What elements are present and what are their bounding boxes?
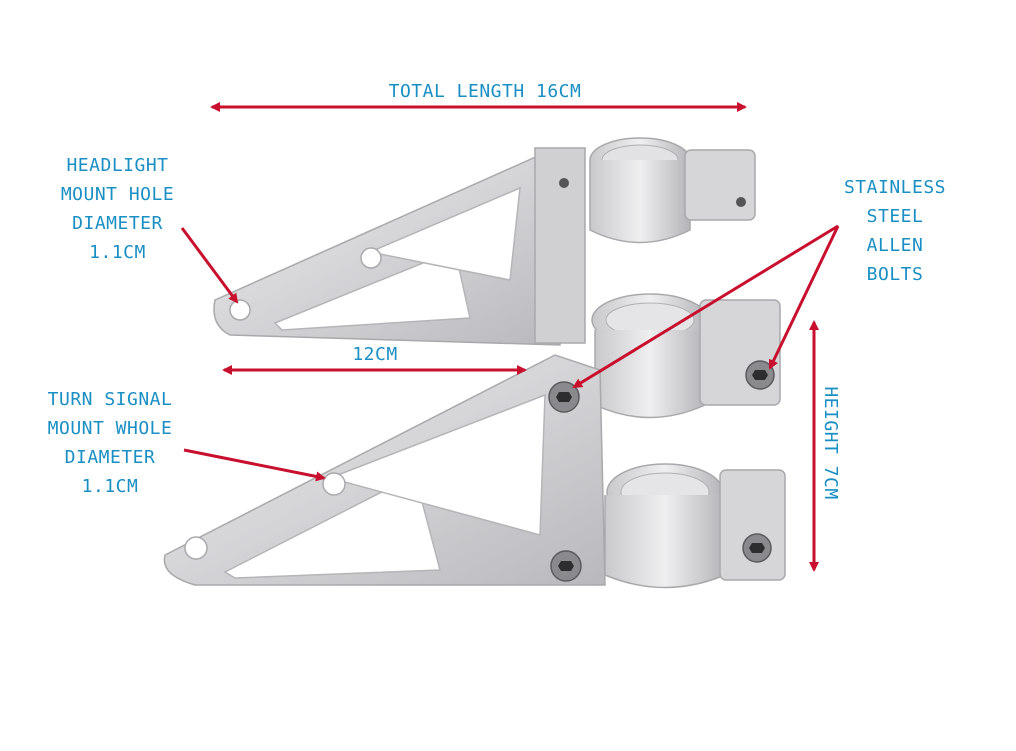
stainless-bolts-label: STAINLESS STEEL ALLEN BOLTS [820, 173, 970, 289]
stainless-line-3: ALLEN [866, 235, 924, 256]
headlight-line-2: MOUNT HOLE [60, 184, 175, 205]
height-label: HEIGHT 7CM [820, 386, 841, 500]
stainless-line-4: BOLTS [866, 264, 924, 285]
turn-signal-line-2: MOUNT WHOLE [47, 418, 173, 439]
headlight-hole-label: HEADLIGHT MOUNT HOLE DIAMETER 1.1CM [40, 151, 195, 267]
allen-bolt-icon [548, 360, 775, 582]
turn-signal-line-3: DIAMETER [64, 447, 156, 468]
headlight-line-1: HEADLIGHT [66, 155, 169, 176]
headlight-line-4: 1.1CM [89, 242, 146, 263]
bolt-pointer-1 [572, 224, 839, 389]
bracket-lower-image [163, 354, 786, 589]
dimension-arrow-icon [180, 102, 840, 572]
turn-signal-hole-label: TURN SIGNAL MOUNT WHOLE DIAMETER 1.1CM [25, 385, 195, 501]
bolt-pointer-2 [768, 225, 840, 370]
turn-signal-hole-pointer [183, 448, 326, 482]
stainless-line-2: STEEL [866, 206, 924, 227]
width-12cm-label: 12CM [352, 344, 398, 365]
turn-signal-line-4: 1.1CM [81, 476, 139, 497]
stainless-line-1: STAINLESS [843, 177, 947, 198]
total-length-label: TOTAL LENGTH 16CM [388, 81, 582, 102]
bracket-upper-image [213, 137, 781, 419]
headlight-line-3: DIAMETER [72, 213, 163, 234]
headlight-hole-pointer [180, 227, 239, 304]
turn-signal-line-1: TURN SIGNAL [47, 389, 173, 410]
